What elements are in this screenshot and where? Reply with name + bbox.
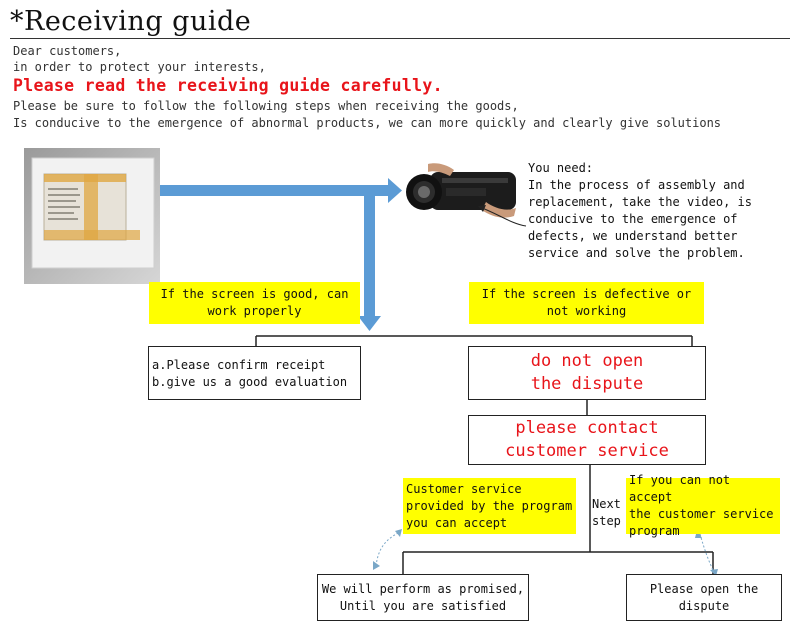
red-box-line: please contact <box>515 418 659 438</box>
perform-as-promised-box: We will perform as promised, Until you a… <box>317 574 529 621</box>
video-camera-icon <box>402 162 520 224</box>
defective-label-line: not working <box>546 304 627 318</box>
you-need-line: conducive to the emergence of <box>528 212 738 226</box>
accept-result-line: Until you are satisfied <box>339 599 507 613</box>
blue-arrow-head-right <box>388 178 402 203</box>
open-dispute-box: Please open the dispute <box>626 574 782 621</box>
you-need-line: defects, we understand better <box>528 229 738 243</box>
accept-result-line: We will perform as promised, <box>321 582 525 596</box>
you-need-line: service and solve the problem. <box>528 246 745 260</box>
reject-label-line: the customer service <box>629 507 774 521</box>
accept-label-line: Customer service <box>406 481 522 496</box>
red-box-line: customer service <box>505 441 669 461</box>
you-need-heading: You need: <box>528 161 594 175</box>
blue-arrow-vertical <box>364 190 375 318</box>
defective-label-line: If the screen is defective or <box>481 287 692 301</box>
red-box-line: the dispute <box>530 374 644 394</box>
intro-line-4: Is conducive to the emergence of abnorma… <box>13 116 722 130</box>
confirm-receipt-box: a.Please confirm receipt b.give us a goo… <box>148 346 361 400</box>
you-need-block: You need: In the process of assembly and… <box>528 160 752 262</box>
next-step-line: Next <box>592 497 621 511</box>
accept-label-line: provided by the program <box>406 498 573 513</box>
next-step-line: step <box>592 514 621 528</box>
good-label-line: If the screen is good, can <box>160 287 349 301</box>
good-screen-label: If the screen is good, can work properly <box>149 282 360 324</box>
accept-program-label: Customer service provided by the program… <box>403 478 576 534</box>
contact-customer-service-box: please contact customer service <box>468 415 706 465</box>
step-good-evaluation: b.give us a good evaluation <box>152 375 348 389</box>
reject-label-line: If you can not accept <box>629 473 731 504</box>
page-title: *Receiving guide <box>10 6 252 37</box>
blue-arrow-shaft <box>160 185 368 196</box>
you-need-line: replacement, take the video, is <box>528 195 752 209</box>
intro-line-2: in order to protect your interests, <box>13 60 266 74</box>
reject-program-label: If you can not accept the customer servi… <box>626 473 780 538</box>
title-divider <box>10 38 790 39</box>
intro-line-3: Please be sure to follow the following s… <box>13 99 519 113</box>
accept-label-line: you can accept <box>406 515 508 530</box>
reject-label-line: program <box>629 524 680 538</box>
step-confirm-receipt: a.Please confirm receipt <box>152 358 326 372</box>
warning-text: Please read the receiving guide carefull… <box>13 76 443 95</box>
intro-line-1: Dear customers, <box>13 44 122 58</box>
you-need-line: In the process of assembly and <box>528 178 745 192</box>
reject-result-line: dispute <box>678 599 730 613</box>
do-not-open-dispute-box: do not open the dispute <box>468 346 706 400</box>
package-photo <box>24 148 160 284</box>
next-step-label: Next step <box>592 496 621 530</box>
good-label-line: work properly <box>207 304 302 318</box>
red-box-line: do not open <box>530 351 644 371</box>
blue-arrow-head-down <box>358 316 381 331</box>
defective-screen-label: If the screen is defective or not workin… <box>469 282 704 324</box>
reject-result-line: Please open the <box>649 582 759 596</box>
